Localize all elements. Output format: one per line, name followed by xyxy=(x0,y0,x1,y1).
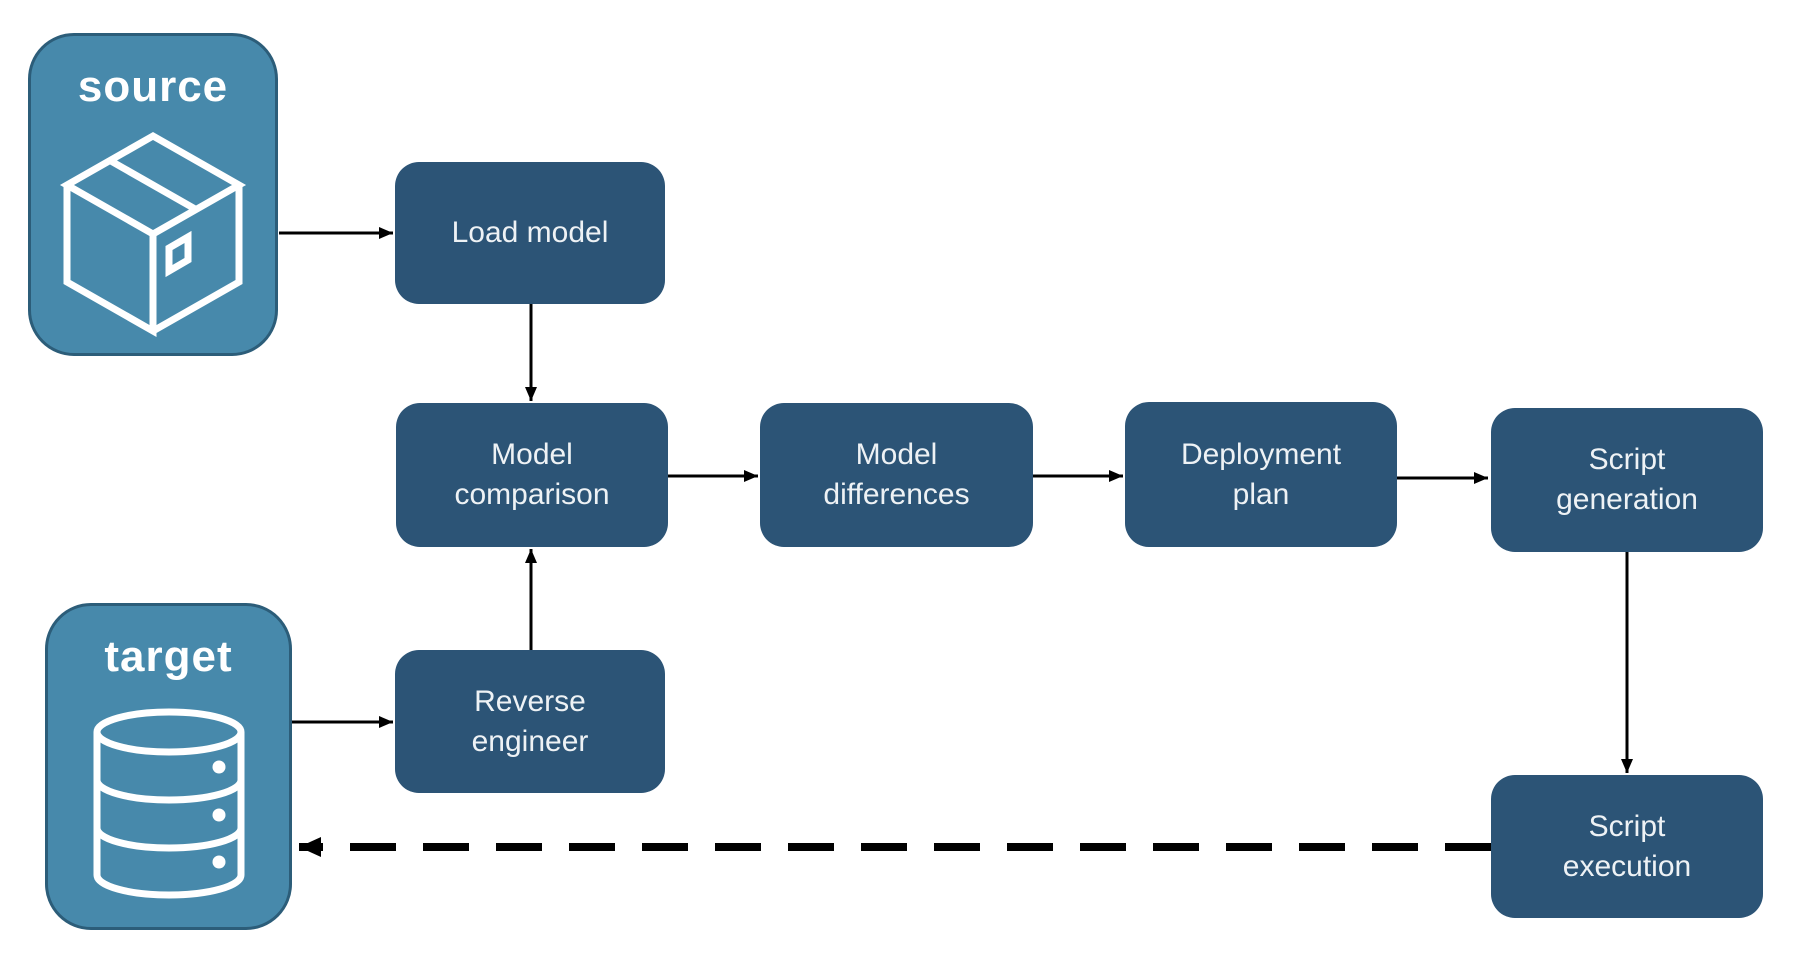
database-icon xyxy=(93,708,244,899)
target-label: target xyxy=(104,632,233,681)
node-model-comparison-label: Model comparison xyxy=(454,438,610,511)
node-model-comparison: Model comparison xyxy=(396,403,668,547)
node-load-model: Load model xyxy=(395,162,665,304)
source-label: source xyxy=(77,62,229,111)
node-load-model-label: Load model xyxy=(451,216,609,250)
node-reverse-engineer-label: Reverse engineer xyxy=(471,684,589,758)
source-entity: source xyxy=(28,33,278,356)
target-entity: target xyxy=(45,603,292,930)
node-model-differences-label: Model differences xyxy=(823,438,970,511)
package-icon xyxy=(59,131,247,338)
node-script-execution-label: Script execution xyxy=(1562,809,1692,883)
node-script-execution: Script execution xyxy=(1491,775,1763,918)
node-deployment-plan-label: Deployment plan xyxy=(1180,437,1342,511)
node-reverse-engineer: Reverse engineer xyxy=(395,650,665,793)
node-script-generation: Script generation xyxy=(1491,408,1763,552)
node-deployment-plan: Deployment plan xyxy=(1125,402,1397,547)
node-model-differences: Model differences xyxy=(760,403,1033,547)
node-script-generation-label: Script generation xyxy=(1556,443,1698,516)
